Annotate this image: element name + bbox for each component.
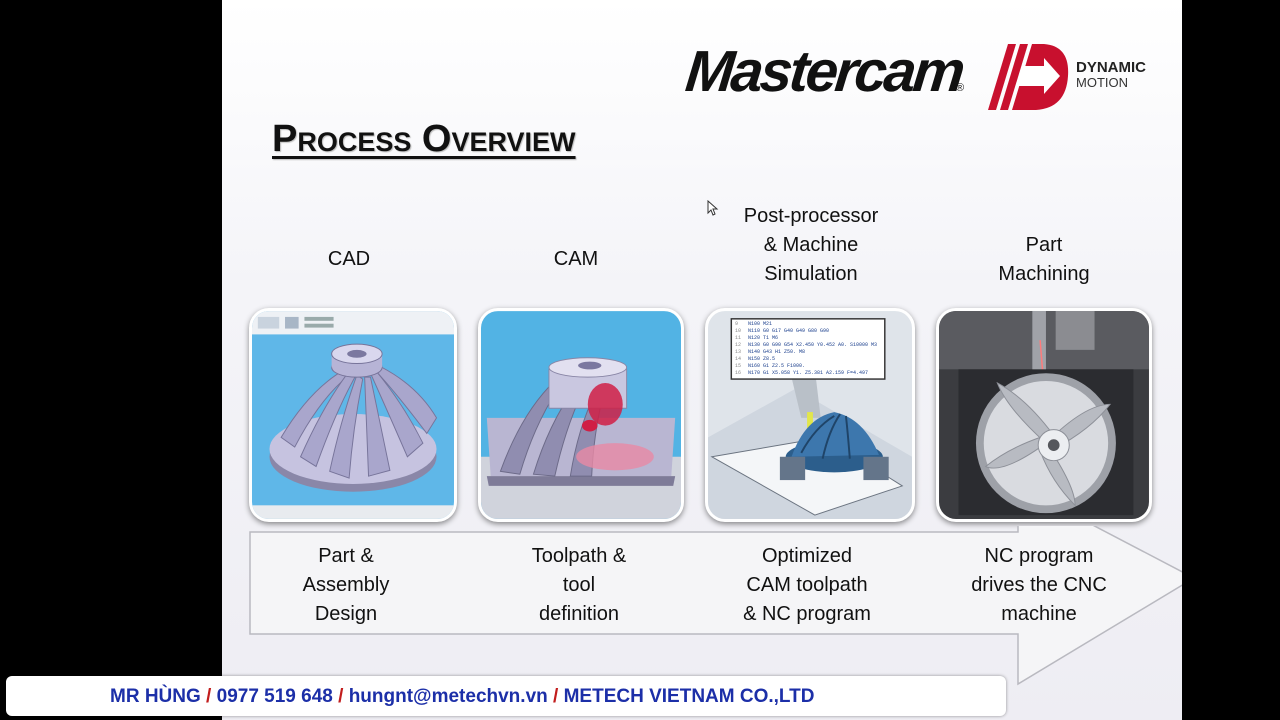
code-line-text: N100 M21 [748, 321, 773, 327]
contact-line: MR HÙNG / 0977 519 648 / hungnt@metechvn… [110, 686, 814, 708]
motion-label: MOTION [1076, 75, 1128, 90]
step-description-cam: Toolpath & tool definition [531, 545, 627, 625]
code-line-text: N110 G0 G17 G40 G49 G80 G90 [748, 328, 830, 334]
code-line: 16 N170 G1 X5.058 Y1. Z5.381 A2.159 F=4.… [735, 370, 885, 377]
cad-impeller-image [252, 311, 454, 519]
code-line: 10 N110 G0 G17 G40 G49 G80 G90 [735, 328, 885, 335]
company-name: METECH VIETNAM CO.,LTD [563, 686, 815, 707]
mastercam-logo: Mastercam [682, 39, 966, 104]
step-description-machining: NC program drives the CNC machine [971, 545, 1107, 625]
code-line-number: 14 [735, 356, 742, 362]
registered-mark: ® [956, 82, 965, 94]
slide-title: Process Overview [272, 118, 576, 160]
code-line: 9 N100 M21 [735, 321, 885, 328]
code-line: 12 N130 G0 G90 G54 X2.450 Y0.452 A0. S10… [735, 342, 885, 349]
simulation-image-card: 9 N100 M21 10 N110 G0 G17 G40 G49 G80 G9… [705, 308, 915, 522]
code-line-number: 15 [735, 363, 742, 369]
machining-image-card [936, 308, 1152, 522]
step-description-post-processor: Optimized CAM toolpath & NC program [743, 545, 871, 625]
code-line: 15 N160 G1 Z2.5 F1000. [735, 363, 885, 370]
mouse-cursor-icon [707, 200, 719, 216]
code-line-number: 13 [735, 349, 742, 355]
dynamic-motion-wordmark: DYNAMIC MOTION [1076, 60, 1146, 90]
cnc-machining-image [939, 311, 1149, 519]
step-label-cad: CAD [327, 248, 371, 270]
code-line-number: 12 [735, 342, 742, 348]
step-description-cad: Part & Assembly Design [302, 545, 390, 625]
contact-banner [6, 676, 1006, 716]
process-flow-arrow [249, 526, 1182, 686]
step-label-post-processor: Post-processor & Machine Simulation [743, 205, 879, 285]
code-line: 13 N140 G43 H1 Z50. M8 [735, 349, 885, 356]
code-line-text: N160 G1 Z2.5 F1000. [748, 363, 806, 369]
machine-simulation-image [708, 311, 912, 519]
nc-code-panel: 9 N100 M21 10 N110 G0 G17 G40 G49 G80 G9… [735, 321, 885, 377]
code-line-number: 10 [735, 328, 742, 334]
code-line: 11 N120 T1 M6 [735, 335, 885, 342]
code-line-text: N150 Z8.5 [748, 356, 776, 362]
code-line-text: N140 G43 H1 Z50. M8 [748, 349, 806, 355]
cam-image-card [478, 308, 684, 522]
contact-name: MR HÙNG [110, 686, 201, 707]
cad-image-card [249, 308, 457, 522]
cam-toolpath-image [481, 311, 681, 519]
separator: / [332, 686, 349, 707]
code-line-number: 9 [735, 321, 739, 327]
contact-email: hungnt@metechvn.vn [348, 686, 548, 707]
step-label-cam: CAM [553, 248, 599, 270]
code-line-number: 11 [735, 335, 742, 341]
code-line-text: N130 G0 G90 G54 X2.450 Y0.452 A0. S10000… [748, 342, 878, 348]
separator: / [547, 686, 564, 707]
presentation-slide: Mastercam ® DYNAMIC MOTION Process Overv… [222, 0, 1182, 720]
step-label-machining: Part Machining [998, 234, 1090, 285]
contact-phone: 0977 519 648 [216, 686, 333, 707]
dynamic-label: DYNAMIC [1076, 59, 1146, 76]
code-line-text: N170 G1 X5.058 Y1. Z5.381 A2.159 F=4.497 [748, 370, 869, 376]
code-line-text: N120 T1 M6 [748, 335, 779, 341]
dynamic-motion-logo-icon [988, 44, 1069, 110]
code-line-number: 16 [735, 370, 742, 376]
code-line: 14 N150 Z8.5 [735, 356, 885, 363]
separator: / [200, 686, 217, 707]
